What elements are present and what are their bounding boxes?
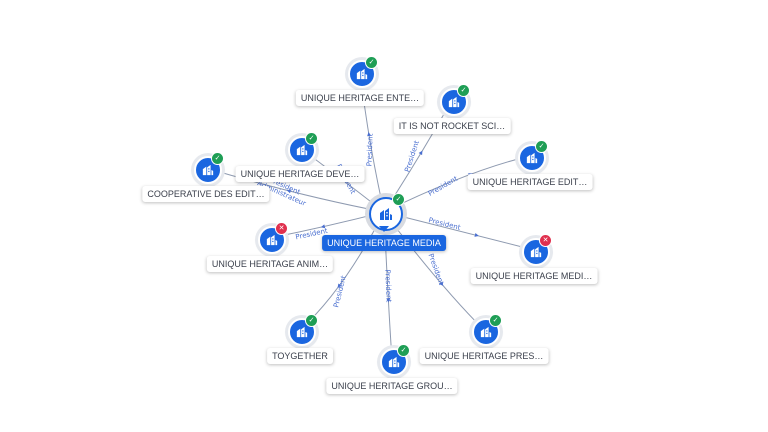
company-icon (356, 68, 368, 80)
entity-node-label[interactable]: UNIQUE HERITAGE EDIT… (467, 174, 593, 190)
edge-arrow-n9 (386, 298, 391, 303)
center-pointer (379, 226, 389, 232)
edge-arrow-n2 (418, 150, 423, 156)
company-icon (526, 152, 538, 164)
company-icon (296, 326, 308, 338)
entity-node-circle[interactable] (348, 60, 376, 88)
company-icon (202, 164, 214, 176)
company-icon (380, 208, 392, 220)
entity-node-circle[interactable] (258, 226, 286, 254)
edge-labels-layer: PresidentPresidentPresidentPresidentAdmi… (256, 133, 461, 308)
edge-n7 (383, 211, 535, 251)
edge-arrow-n6 (320, 224, 326, 229)
edge-label-n7: President (428, 216, 462, 232)
cross-icon: ✕ (539, 234, 552, 247)
entity-node-label[interactable]: UNIQUE HERITAGE GROU… (326, 378, 458, 394)
check-icon: ✓ (535, 140, 548, 153)
edge-arrow-n8 (337, 283, 342, 288)
entity-node-label[interactable]: UNIQUE HERITAGE ENTE… (295, 90, 425, 106)
edge-n4 (205, 167, 385, 213)
center-node-label[interactable]: UNIQUE HERITAGE MEDIA (322, 235, 446, 251)
company-icon (388, 356, 400, 368)
entity-node-label[interactable]: UNIQUE HERITAGE DEVE… (235, 166, 365, 182)
edge-label-n9: President (383, 269, 392, 302)
edge-label-n2: President (403, 139, 421, 173)
check-icon: ✓ (397, 344, 410, 357)
edge-arrow-n1 (367, 132, 372, 137)
check-icon: ✓ (365, 56, 378, 69)
company-icon (530, 246, 542, 258)
edge-n10 (383, 211, 485, 331)
check-icon: ✓ (305, 314, 318, 327)
entity-node-label[interactable]: TOYGETHER (267, 348, 333, 364)
check-icon: ✓ (305, 132, 318, 145)
edge-arrow-n7 (474, 232, 479, 237)
company-icon (266, 234, 278, 246)
check-icon: ✓ (392, 193, 405, 206)
edge-label-n5: President (427, 175, 459, 198)
entity-node-label[interactable]: UNIQUE HERITAGE ANIM… (206, 256, 334, 272)
check-icon: ✓ (211, 152, 224, 165)
check-icon: ✓ (489, 314, 502, 327)
entity-node-label[interactable]: IT IS NOT ROCKET SCI… (393, 118, 511, 134)
company-icon (296, 144, 308, 156)
check-icon: ✓ (457, 84, 470, 97)
cross-icon: ✕ (275, 222, 288, 235)
entity-node-label[interactable]: UNIQUE HERITAGE PRES… (419, 348, 549, 364)
edge-label-n1: President (365, 133, 374, 166)
entity-node-circle[interactable] (380, 348, 408, 376)
edge-arrow-n10 (439, 281, 444, 286)
edge-arrow-n4 (286, 189, 292, 194)
entity-node-circle[interactable] (518, 144, 546, 172)
company-icon (480, 326, 492, 338)
entity-node-label[interactable]: COOPERATIVE DES EDIT… (142, 186, 270, 202)
entity-node-label[interactable]: UNIQUE HERITAGE MEDI… (470, 268, 598, 284)
company-icon (448, 96, 460, 108)
